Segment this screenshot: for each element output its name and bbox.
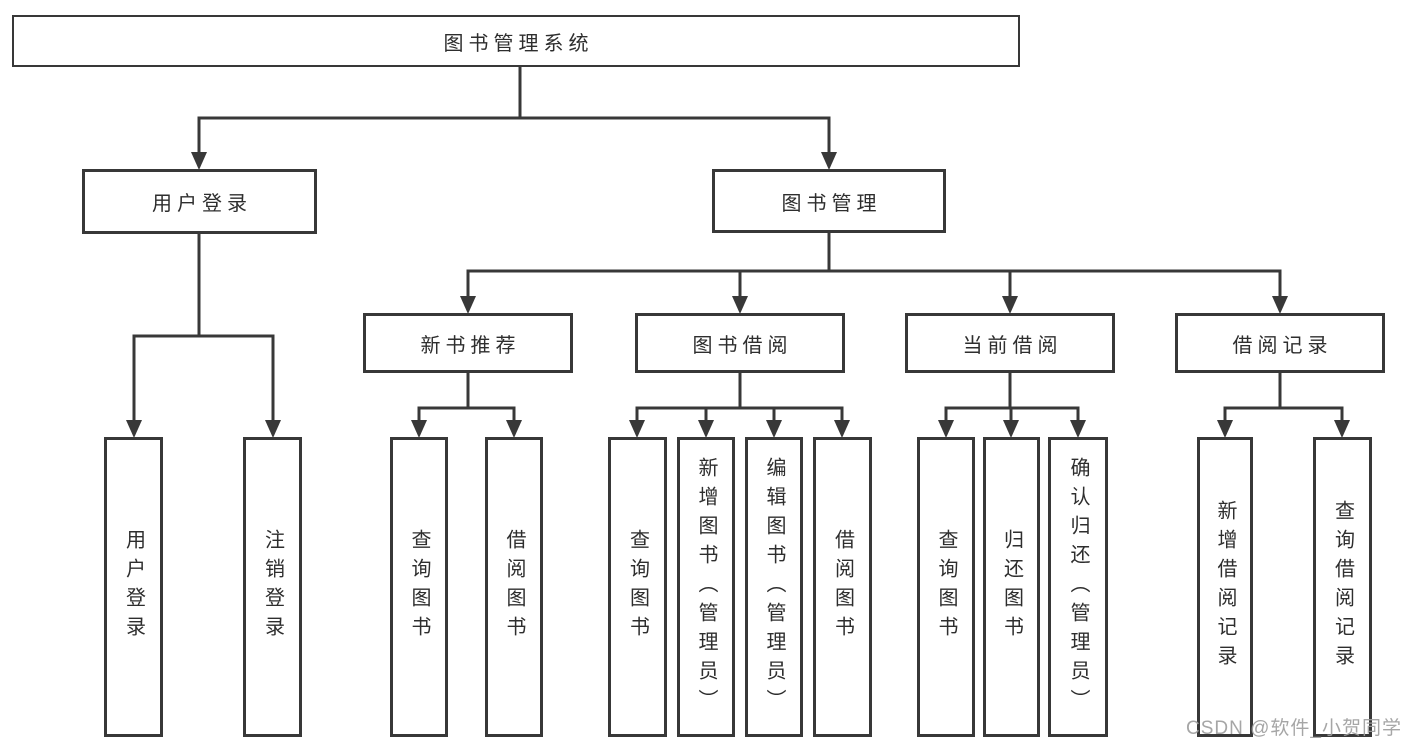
node-new-book-recommend: 新书推荐: [363, 313, 573, 373]
leaf-current-return-books: 归还图书: [983, 437, 1040, 737]
node-borrow-record: 借阅记录: [1175, 313, 1385, 373]
node-user-login: 用户登录: [82, 169, 317, 234]
node-book-management: 图书管理: [712, 169, 946, 233]
leaf-logout: 注销登录: [243, 437, 302, 737]
leaf-newbook-query-books: 查询图书: [390, 437, 448, 737]
csdn-watermark: CSDN @软件_小贺同学: [1186, 718, 1402, 739]
connector-book-management-children: [460, 233, 1288, 314]
leaf-user-login: 用户登录: [104, 437, 163, 737]
connector-book-borrow-children: [629, 373, 850, 438]
connector-new-book-children: [411, 373, 522, 438]
connector-borrow-record-children: [1217, 373, 1350, 438]
connector-current-borrow-children: [938, 373, 1086, 438]
node-book-borrow: 图书借阅: [635, 313, 845, 373]
node-current-borrow: 当前借阅: [905, 313, 1115, 373]
leaf-newbook-borrow-books: 借阅图书: [485, 437, 543, 737]
leaf-borrow-edit-books-admin: 编辑图书（管理员）: [745, 437, 803, 737]
leaf-record-query-borrow-record: 查询借阅记录: [1313, 437, 1372, 737]
node-root-library-system: 图书管理系统: [12, 15, 1020, 67]
leaf-borrow-add-books-admin: 新增图书（管理员）: [677, 437, 735, 737]
leaf-borrow-borrow-books: 借阅图书: [813, 437, 872, 737]
leaf-borrow-query-books: 查询图书: [608, 437, 667, 737]
leaf-current-query-books: 查询图书: [917, 437, 975, 737]
connector-user-login-children: [126, 234, 281, 438]
leaf-record-add-borrow-record: 新增借阅记录: [1197, 437, 1253, 737]
leaf-current-confirm-return-admin: 确认归还（管理员）: [1048, 437, 1108, 737]
connector-root-to-level2: [191, 66, 837, 170]
